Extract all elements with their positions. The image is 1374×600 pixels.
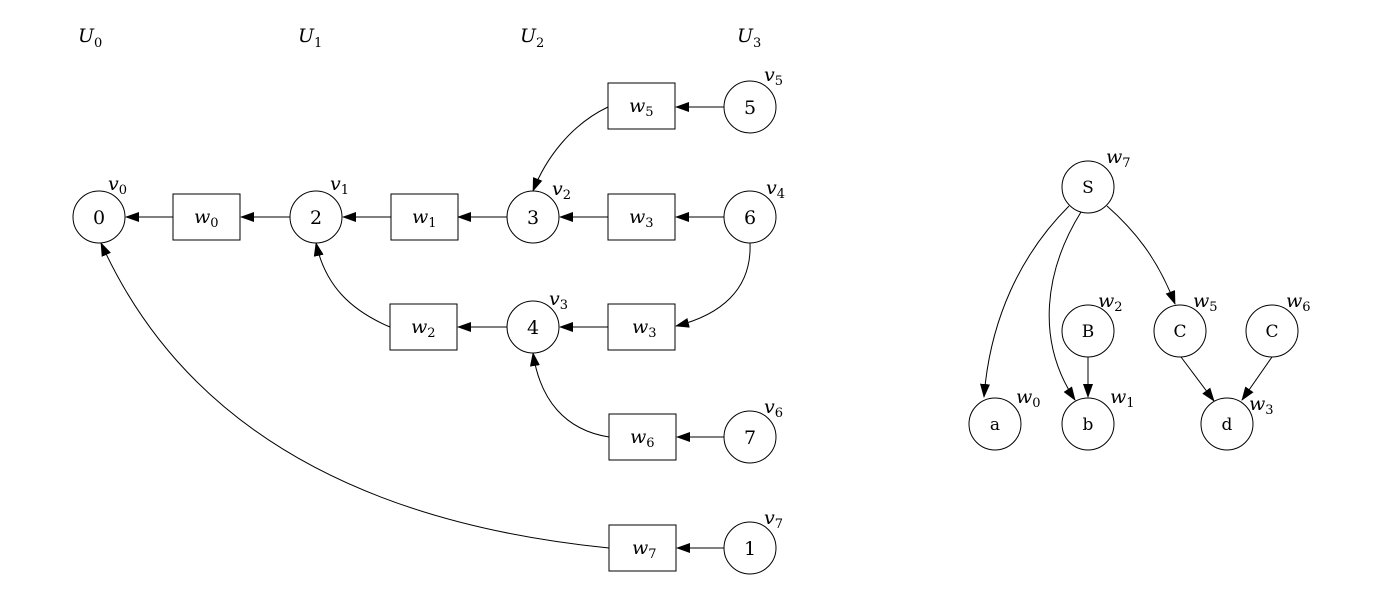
vertex-label: 3 xyxy=(527,207,539,229)
tree-node-tag: w0 xyxy=(1016,386,1041,411)
tree-node-B[interactable]: B w2 xyxy=(1061,290,1123,358)
vertex-node-6[interactable]: 6 v4 xyxy=(723,177,785,244)
tree-node-S[interactable]: S w7 xyxy=(1061,146,1131,214)
tree-node-label: d xyxy=(1222,415,1233,435)
tree-edge-S-to-a xyxy=(980,205,1070,398)
edge-6-to-w3-lower xyxy=(675,242,751,328)
vertex-label: 7 xyxy=(744,427,756,449)
right-tree-nodes: S w7 B w2 C w5 C w6 a w0 b w1 xyxy=(968,146,1311,451)
tree-node-label: a xyxy=(990,415,1000,435)
vertex-label: 5 xyxy=(744,97,756,119)
tree-node-tag: w1 xyxy=(1110,386,1135,411)
edge-w6-to-4 xyxy=(529,352,610,438)
vertex-label: 2 xyxy=(310,207,322,229)
left-graph-edges xyxy=(100,102,751,553)
box-node-w6[interactable]: w6 xyxy=(608,413,677,461)
box-node-w1[interactable]: w1 xyxy=(390,193,459,241)
box-node-w0[interactable]: w0 xyxy=(172,193,241,241)
vertex-node-0[interactable]: 0 v0 xyxy=(72,173,127,244)
vertex-label: 4 xyxy=(527,317,539,339)
column-header-u0: U0 xyxy=(78,25,102,51)
vertex-tag: v5 xyxy=(764,64,783,89)
box-node-w3-lower[interactable]: w3 xyxy=(607,303,676,351)
tree-edge-C5-to-d xyxy=(1180,356,1215,402)
box-node-w2[interactable]: w2 xyxy=(389,303,458,351)
tree-node-label: b xyxy=(1083,415,1094,435)
vertex-tag: v6 xyxy=(764,396,783,421)
tree-node-tag: w2 xyxy=(1098,290,1123,315)
box-label: w7 xyxy=(632,537,657,562)
vertex-node-5[interactable]: 5 v5 xyxy=(723,64,783,134)
tree-node-label: C xyxy=(1265,322,1278,342)
tree-node-tag: w6 xyxy=(1286,290,1311,315)
tree-node-tag: w5 xyxy=(1193,290,1218,315)
box-label: w2 xyxy=(411,316,436,341)
box-label: w0 xyxy=(194,206,219,231)
vertex-tag: v0 xyxy=(108,173,127,198)
tree-edge-S-to-C xyxy=(1106,205,1176,305)
box-label: w3 xyxy=(632,316,657,341)
vertex-node-7[interactable]: 7 v6 xyxy=(723,396,783,464)
edge-w7-to-0 xyxy=(100,242,610,549)
column-header-u1: U1 xyxy=(298,25,322,51)
column-header-u2: U2 xyxy=(520,25,544,51)
left-graph-vertices: 0 v0 2 v1 3 v2 4 v3 5 v5 6 v4 xyxy=(72,64,785,575)
box-label: w3 xyxy=(629,206,654,231)
vertex-tag: v4 xyxy=(766,177,785,202)
tree-node-C-w6[interactable]: C w6 xyxy=(1245,290,1311,358)
column-header-u3: U3 xyxy=(737,25,761,51)
tree-node-tag: w7 xyxy=(1106,146,1131,171)
tree-edge-S-to-b xyxy=(1048,211,1082,401)
vertex-tag: v1 xyxy=(330,173,349,198)
box-label: w1 xyxy=(412,206,437,231)
edge-w2-to-2 xyxy=(313,242,391,328)
tree-node-b[interactable]: b w1 xyxy=(1061,386,1135,451)
tree-node-d[interactable]: d w3 xyxy=(1200,393,1274,451)
vertex-label: 0 xyxy=(93,207,105,229)
tree-edge-C6-to-d xyxy=(1241,356,1273,401)
vertex-node-4[interactable]: 4 v3 xyxy=(506,288,568,354)
tree-node-label: C xyxy=(1173,322,1186,342)
tree-node-C-w5[interactable]: C w5 xyxy=(1153,290,1218,358)
tree-node-a[interactable]: a w0 xyxy=(968,386,1041,451)
vertex-label: 1 xyxy=(744,538,756,560)
left-graph-boxes: w0 w1 w2 w5 w3 w3 w6 w7 xyxy=(172,82,677,572)
tree-node-label: S xyxy=(1082,178,1094,198)
box-node-w5[interactable]: w5 xyxy=(607,82,676,130)
box-node-w7[interactable]: w7 xyxy=(608,524,677,572)
vertex-node-1[interactable]: 1 v7 xyxy=(723,507,783,575)
vertex-node-2[interactable]: 2 v1 xyxy=(289,173,349,244)
vertex-tag: v3 xyxy=(549,288,568,313)
tree-node-tag: w3 xyxy=(1249,393,1274,418)
column-headers: U0 U1 U2 U3 xyxy=(78,25,761,51)
vertex-tag: v7 xyxy=(764,507,783,532)
edge-w5-to-3 xyxy=(532,106,609,192)
vertex-node-3[interactable]: 3 v2 xyxy=(506,178,571,244)
tree-node-label: B xyxy=(1082,322,1095,342)
box-label: w6 xyxy=(630,426,655,451)
right-tree-edges xyxy=(980,205,1273,402)
vertex-label: 6 xyxy=(744,207,756,229)
box-label: w5 xyxy=(629,95,654,120)
vertex-tag: v2 xyxy=(552,178,571,203)
box-node-w3-upper[interactable]: w3 xyxy=(607,193,676,241)
